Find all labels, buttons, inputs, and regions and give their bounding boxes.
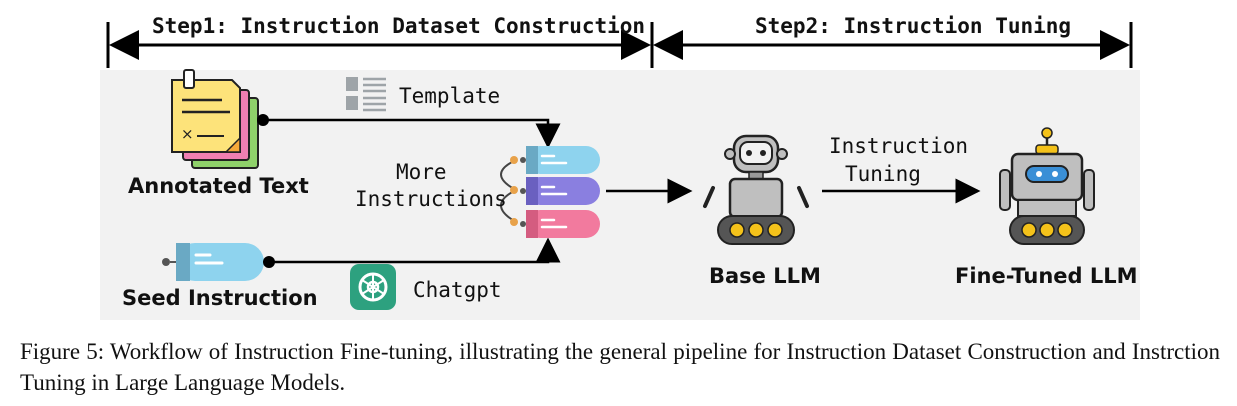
annotated-to-stack-arrow — [257, 114, 561, 149]
instruction-stack-icon — [500, 146, 600, 238]
annotated-text-icon: × — [171, 69, 259, 169]
chatgpt-label: Chatgpt — [413, 278, 502, 302]
base-llm-label: Base LLM — [709, 264, 821, 288]
more-instructions-label-line2: Instructions — [355, 187, 507, 211]
instruction-tuning-label-line2: Tuning — [845, 162, 921, 186]
template-icon — [346, 77, 386, 112]
base-llm-robot-icon — [703, 134, 809, 245]
step1-title: Step1: Instruction Dataset Construction — [152, 14, 646, 38]
step2-title: Step2: Instruction Tuning — [755, 14, 1072, 38]
more-instructions-label-line1: More — [396, 160, 447, 184]
instruction-tuning-label-line1: Instruction — [829, 134, 969, 158]
svg-text:×: × — [181, 125, 194, 143]
seed-instruction-icon — [162, 243, 264, 281]
diagram-canvas: × — [106, 22, 1133, 310]
seed-instruction-label: Seed Instruction — [122, 286, 318, 310]
fine-tuned-llm-robot-icon — [999, 127, 1095, 245]
fine-tuned-llm-label: Fine-Tuned LLM — [955, 264, 1138, 288]
step-brackets — [106, 22, 1133, 68]
figure-caption: Figure 5: Workflow of Instruction Fine-t… — [20, 339, 1220, 395]
annotated-text-label: Annotated Text — [128, 174, 309, 198]
chatgpt-icon — [350, 264, 396, 310]
seed-to-stack-arrow — [263, 237, 561, 268]
template-label: Template — [399, 84, 501, 108]
